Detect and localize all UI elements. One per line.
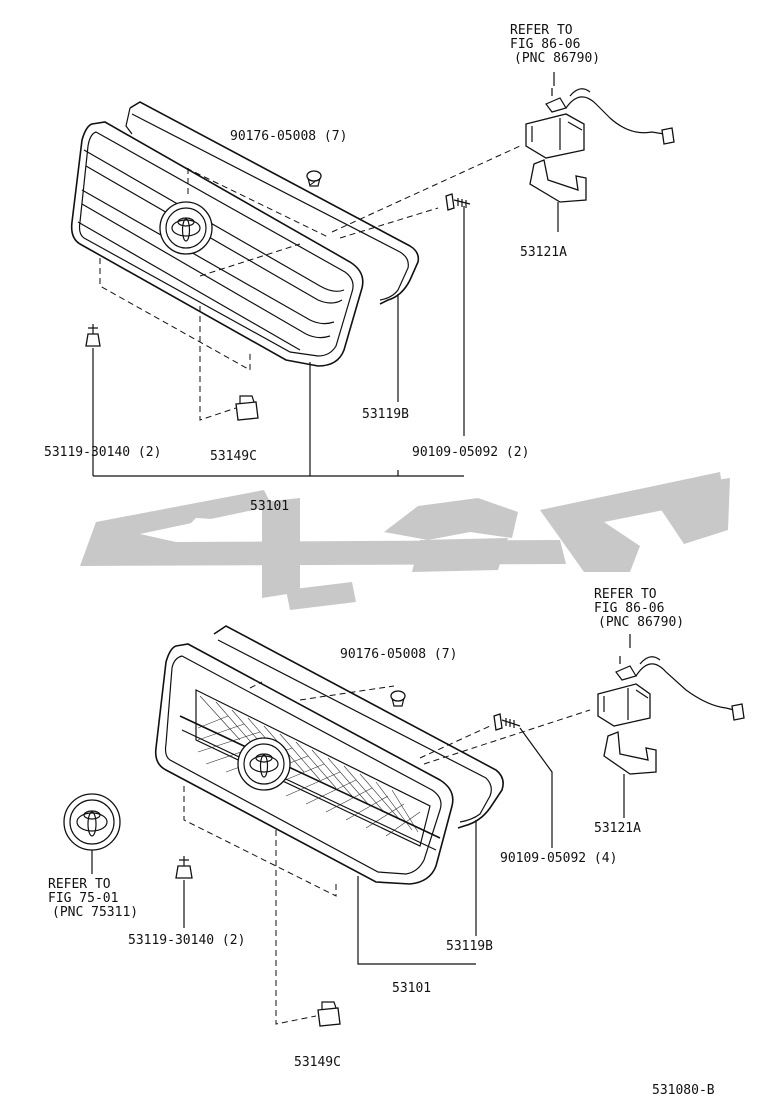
top-screw-label: 90109-05092 (2) [412, 445, 529, 460]
top-grille-shell [70, 121, 364, 367]
bottom-refer-ecu-line2: FIG 86-06 [594, 601, 664, 616]
top-toyota-emblem [159, 201, 213, 255]
top-refer-ecu-line3: (PNC 86790) [514, 51, 600, 66]
bottom-retainer-part [317, 1001, 341, 1027]
bottom-bracket-part [603, 731, 657, 775]
top-left-clip-part [85, 324, 101, 347]
top-seal-label: 53119B [362, 407, 409, 422]
bottom-refer-ecu-line3: (PNC 86790) [598, 615, 684, 630]
top-seal-frame [129, 101, 420, 305]
bottom-labels: REFER TO FIG 86-06 (PNC 86790) 90176-050… [48, 587, 684, 1070]
bottom-assembly [63, 625, 745, 1027]
bottom-left-clip-part [175, 856, 193, 879]
bottom-screw-label: 90109-05092 (4) [500, 851, 617, 866]
top-screw-clip-label: 90176-05008 (7) [230, 129, 347, 144]
separate-emblem-part [63, 793, 121, 851]
bottom-screw-clip-label: 90176-05008 (7) [340, 647, 457, 662]
top-retainer-part [235, 395, 259, 421]
top-grille-assy-label: 53101 [250, 499, 289, 514]
top-retainer-label: 53149C [210, 449, 257, 464]
bottom-clip-left-label: 53119-30140 (2) [128, 933, 245, 948]
top-labels: REFER TO FIG 86-06 (PNC 86790) 90176-050… [44, 23, 600, 514]
bottom-grille-shell [154, 643, 454, 885]
bottom-sensor-unit [597, 656, 745, 727]
bottom-grille-assy-label: 53101 [392, 981, 431, 996]
top-refer-ecu-line2: FIG 86-06 [510, 37, 580, 52]
bottom-seal-frame [213, 625, 504, 829]
bottom-refer-ecu-line1: REFER TO [594, 587, 657, 602]
bottom-refer-emblem-line1: REFER TO [48, 877, 111, 892]
bottom-refer-emblem-line2: FIG 75-01 [48, 891, 118, 906]
bottom-toyota-emblem [237, 737, 291, 791]
top-refer-ecu-line1: REFER TO [510, 23, 573, 38]
bottom-retainer-label: 53149C [294, 1055, 341, 1070]
top-assembly [70, 72, 675, 477]
bottom-screw-clip-part [390, 690, 406, 707]
bottom-seal-label: 53119B [446, 939, 493, 954]
top-sensor-unit [525, 88, 675, 159]
top-bracket-part [529, 159, 587, 203]
brand-watermark [80, 472, 730, 610]
bottom-mesh-insert [179, 689, 441, 851]
top-screw-clip-part [306, 170, 322, 187]
bottom-refer-emblem-line3: (PNC 75311) [52, 905, 138, 920]
bottom-bracket-label: 53121A [594, 821, 641, 836]
bottom-screw-part [493, 713, 521, 731]
top-clip-left-label: 53119-30140 (2) [44, 445, 161, 460]
top-bracket-label: 53121A [520, 245, 567, 260]
figure-code: 531080-B [652, 1083, 715, 1098]
top-screw-part [445, 193, 471, 211]
